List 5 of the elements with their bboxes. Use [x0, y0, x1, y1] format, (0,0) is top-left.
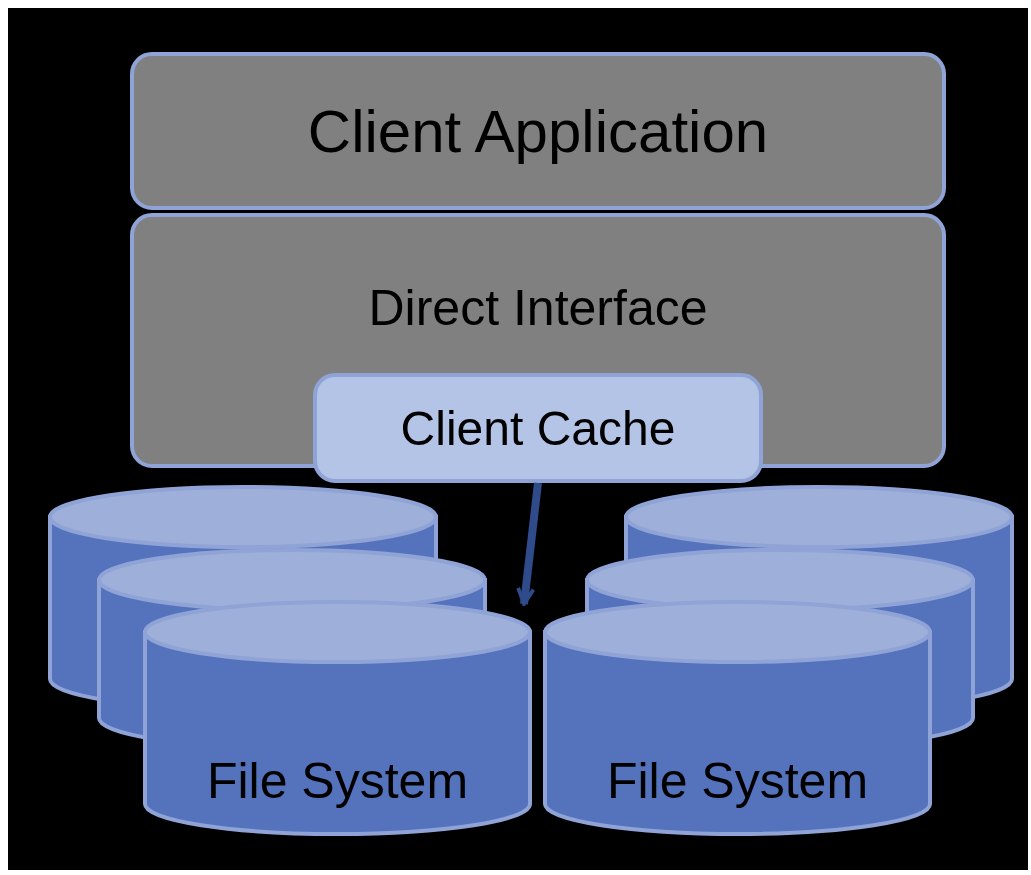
arrow	[516, 482, 542, 606]
cache-box: Client Cache	[313, 373, 763, 483]
cylinder-label: File System	[205, 752, 470, 810]
cylinder-label: File System	[605, 752, 870, 810]
layer-box: Client Application	[130, 52, 946, 210]
